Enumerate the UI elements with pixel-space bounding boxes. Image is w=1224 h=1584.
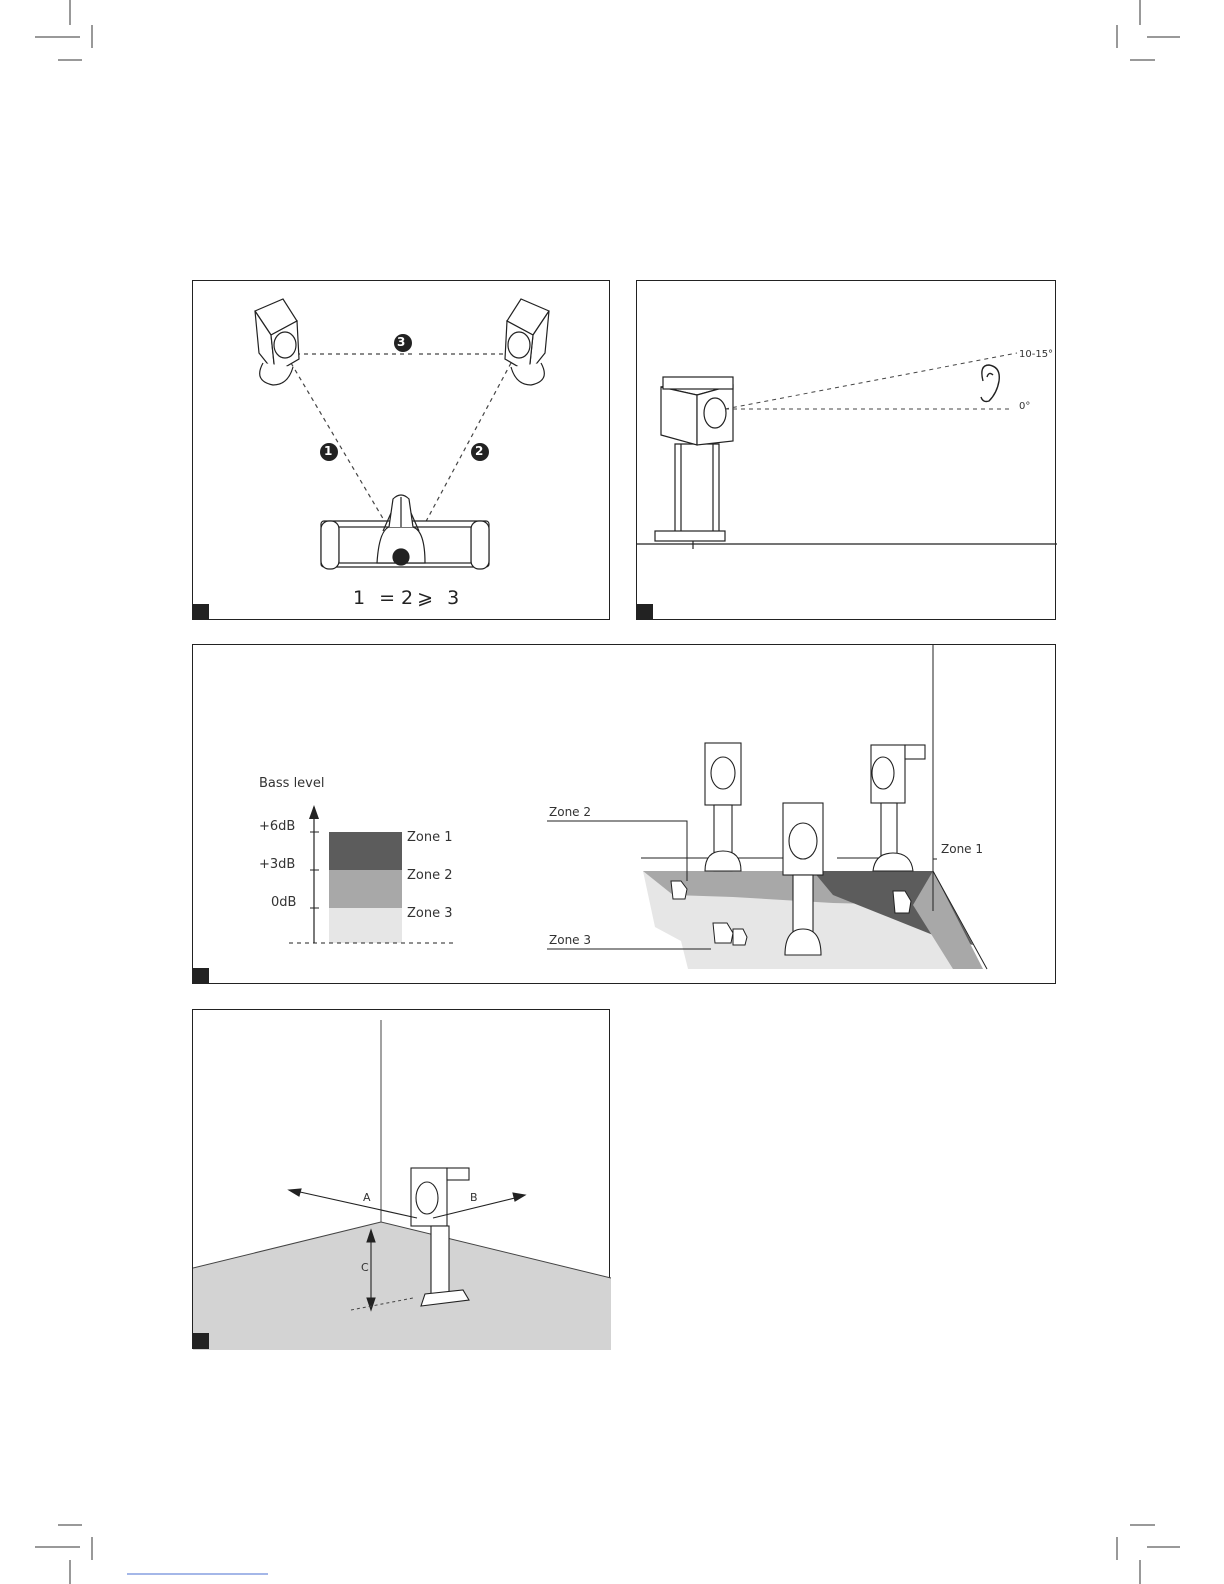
badge-1-label: 1	[324, 444, 332, 458]
ear-icon	[981, 365, 999, 402]
bass-zone-diagram	[193, 645, 1057, 985]
formula-operator: ⩾	[417, 587, 433, 609]
scale-zone-3	[329, 908, 402, 943]
figure-corner-distances: A B C	[192, 1009, 610, 1349]
panel-tag-3	[193, 968, 209, 984]
badge-3-label: 3	[397, 335, 405, 349]
room-speaker-right	[871, 745, 925, 871]
angle-lower-label: 0°	[1019, 401, 1030, 412]
panel-tag-2	[637, 604, 653, 620]
dimension-a-label: A	[363, 1191, 371, 1204]
badge-2-label: 2	[475, 444, 483, 458]
formula-term-2: = 2	[379, 587, 413, 609]
room-zone-1-label: Zone 1	[941, 842, 983, 856]
floor	[193, 1222, 611, 1350]
level-0db: 0dB	[271, 895, 296, 910]
figure-bass-zones: Bass level +6dB +3dB 0dB Zone 1 Zone 2 Z…	[192, 644, 1056, 984]
level-6db: +6dB	[259, 819, 295, 834]
bass-level-title: Bass level	[259, 776, 324, 791]
room-zone-3-label: Zone 3	[549, 933, 591, 947]
formula-term-1: 1	[353, 587, 365, 609]
badges	[320, 334, 489, 461]
scale-zone-2	[329, 870, 402, 908]
panel-tag-4	[193, 1333, 209, 1349]
room-zone-2-label: Zone 2	[549, 805, 591, 819]
scale-zone-1	[329, 832, 402, 870]
dimension-c-label: C	[361, 1261, 369, 1274]
dimension-b-label: B	[470, 1191, 478, 1204]
room-speaker-left	[705, 743, 741, 871]
angle-diagram	[637, 281, 1057, 621]
figure-listening-angle: 10-15° 0°	[636, 280, 1056, 620]
scale-zone-1-label: Zone 1	[407, 830, 453, 845]
speaker	[661, 377, 733, 445]
triangle-diagram	[193, 281, 611, 621]
formula-term-3: 3	[447, 587, 459, 609]
right-speaker	[505, 299, 549, 385]
scale-zone-3-label: Zone 3	[407, 906, 453, 921]
angle-upper-label: 10-15°	[1019, 349, 1053, 360]
distance-formula: 1 = 2⩾ 3	[353, 587, 459, 609]
level-3db: +3dB	[259, 857, 295, 872]
corner-diagram	[193, 1010, 611, 1350]
panel-tag-1	[193, 604, 209, 620]
scale-zone-2-label: Zone 2	[407, 868, 453, 883]
speaker-stand	[655, 444, 725, 549]
left-speaker	[255, 299, 299, 385]
figure-listening-triangle: 3 1 2 1 = 2⩾ 3	[192, 280, 610, 620]
